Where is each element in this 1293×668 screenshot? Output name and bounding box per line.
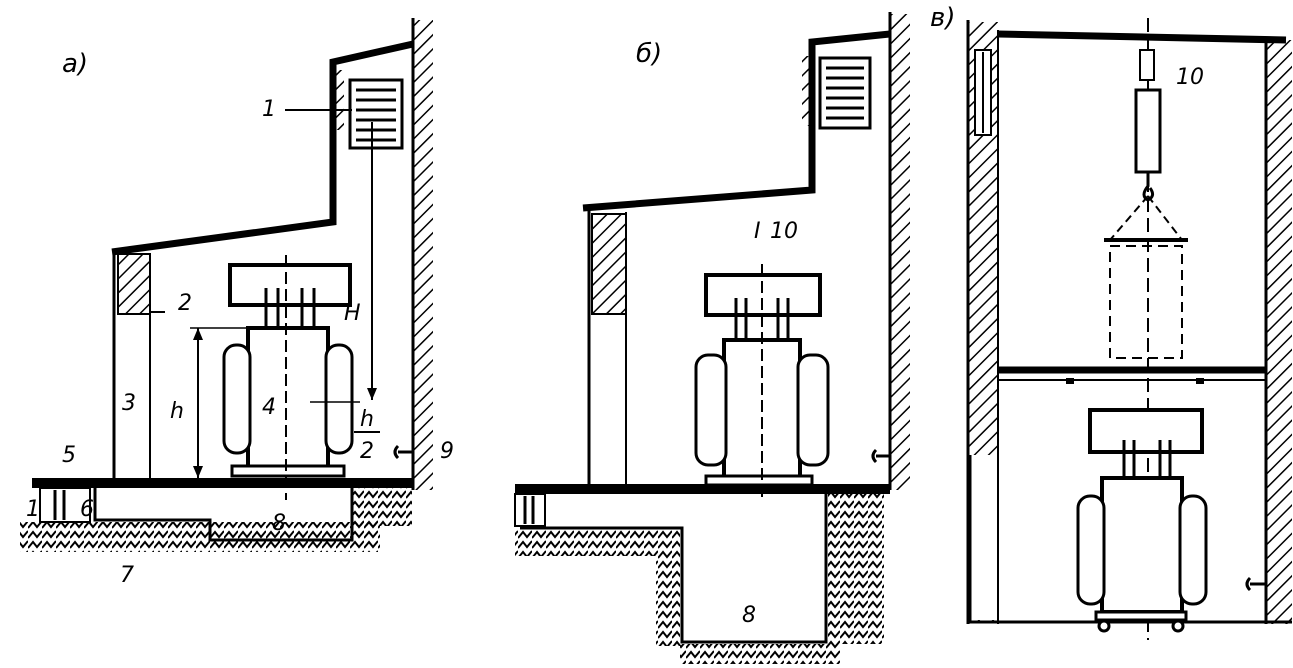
roof-a xyxy=(111,40,414,256)
transformer-c xyxy=(1076,408,1208,633)
callout-1: 1 xyxy=(262,97,276,122)
floor-slab-b xyxy=(515,484,890,494)
hoist-block-c xyxy=(1134,88,1162,174)
callout-8-b: 8 xyxy=(742,603,756,628)
transformer-base-b xyxy=(704,474,814,487)
callout-7: 7 xyxy=(120,563,134,588)
wheel-1-c xyxy=(1097,619,1111,633)
callout-h: h xyxy=(170,399,184,424)
radiator-left-b xyxy=(694,353,728,467)
callout-3: 3 xyxy=(122,391,136,416)
louvre-slats-b xyxy=(826,66,864,120)
callout-1-channel: 1 xyxy=(26,497,40,522)
transformer-base-c xyxy=(1094,610,1188,622)
panel-b: б) xyxy=(514,12,910,664)
sling-right-c xyxy=(1147,195,1183,241)
sling-left-c xyxy=(1109,195,1149,241)
oil-pit-b xyxy=(520,494,828,644)
panel-b-label: б) xyxy=(636,39,662,69)
radiator-right-a xyxy=(324,343,354,455)
anchor-hook-b xyxy=(871,448,890,464)
transformer-conservator-c xyxy=(1088,408,1204,454)
transformer-tank-a xyxy=(246,326,330,470)
callout-H: H xyxy=(344,301,361,326)
ground-a xyxy=(20,522,380,552)
anchor-hook-c xyxy=(1245,576,1266,592)
left-wall-hatched-b xyxy=(591,213,627,315)
ground-b xyxy=(515,530,680,556)
callout-4: 4 xyxy=(262,395,276,420)
callout-2: 2 xyxy=(178,291,192,316)
transformer-a xyxy=(222,263,354,478)
callout-8: 8 xyxy=(272,511,286,536)
panel-a-label: a) xyxy=(62,49,88,79)
right-wall-a xyxy=(413,20,433,490)
i-beam-c xyxy=(1139,49,1155,81)
transformer-tank-c xyxy=(1100,476,1184,614)
callout-i-beam-b: I xyxy=(754,219,761,244)
right-wall-c xyxy=(1266,40,1292,624)
radiator-left-c xyxy=(1076,494,1106,606)
ground-pit-bottom-b xyxy=(680,644,840,664)
rail-mark-right-c xyxy=(1196,378,1204,384)
door-gap-c xyxy=(970,455,1000,620)
callout-5: 5 xyxy=(62,443,76,468)
anchor-hook-a xyxy=(393,444,412,460)
callout-h-fraction-num: h xyxy=(360,407,374,432)
callout-9: 9 xyxy=(440,439,454,464)
right-wall-b xyxy=(890,14,910,490)
panel-c-label: в) xyxy=(930,3,955,33)
dim-H-arrow-a xyxy=(367,388,377,400)
ground-pit-right-b xyxy=(828,494,884,644)
transformer-conservator-a xyxy=(228,263,352,307)
callout-10-c: 10 xyxy=(1176,65,1204,90)
callout-6: 6 xyxy=(80,497,94,522)
upper-wall-hatch-a xyxy=(332,70,344,130)
louvre-vent-b xyxy=(818,56,872,130)
lifted-transformer-outline-c xyxy=(1109,245,1183,359)
radiator-right-c xyxy=(1178,494,1208,606)
rail-mark-left-c xyxy=(1066,378,1074,384)
upper-wall-hatch-b xyxy=(802,56,812,126)
louvre-slats-a xyxy=(356,88,396,142)
radiator-left-a xyxy=(222,343,252,455)
transformer-base-a xyxy=(230,464,346,478)
panel-a: a) xyxy=(20,18,454,588)
ground-side-a xyxy=(352,486,412,526)
panel-c: в) xyxy=(930,3,1292,640)
ground-pit-left-b xyxy=(656,556,680,646)
left-wall-hatched-a xyxy=(117,253,151,315)
radiator-right-b xyxy=(796,353,830,467)
floor-slab-a xyxy=(32,478,412,488)
callout-h-fraction-den: 2 xyxy=(360,439,374,464)
crane-hook-c xyxy=(1142,172,1155,202)
wheel-2-c xyxy=(1171,619,1185,633)
roof-c xyxy=(997,30,1287,44)
callout-10-b: 10 xyxy=(770,219,798,244)
cable-channel-b xyxy=(514,493,546,527)
